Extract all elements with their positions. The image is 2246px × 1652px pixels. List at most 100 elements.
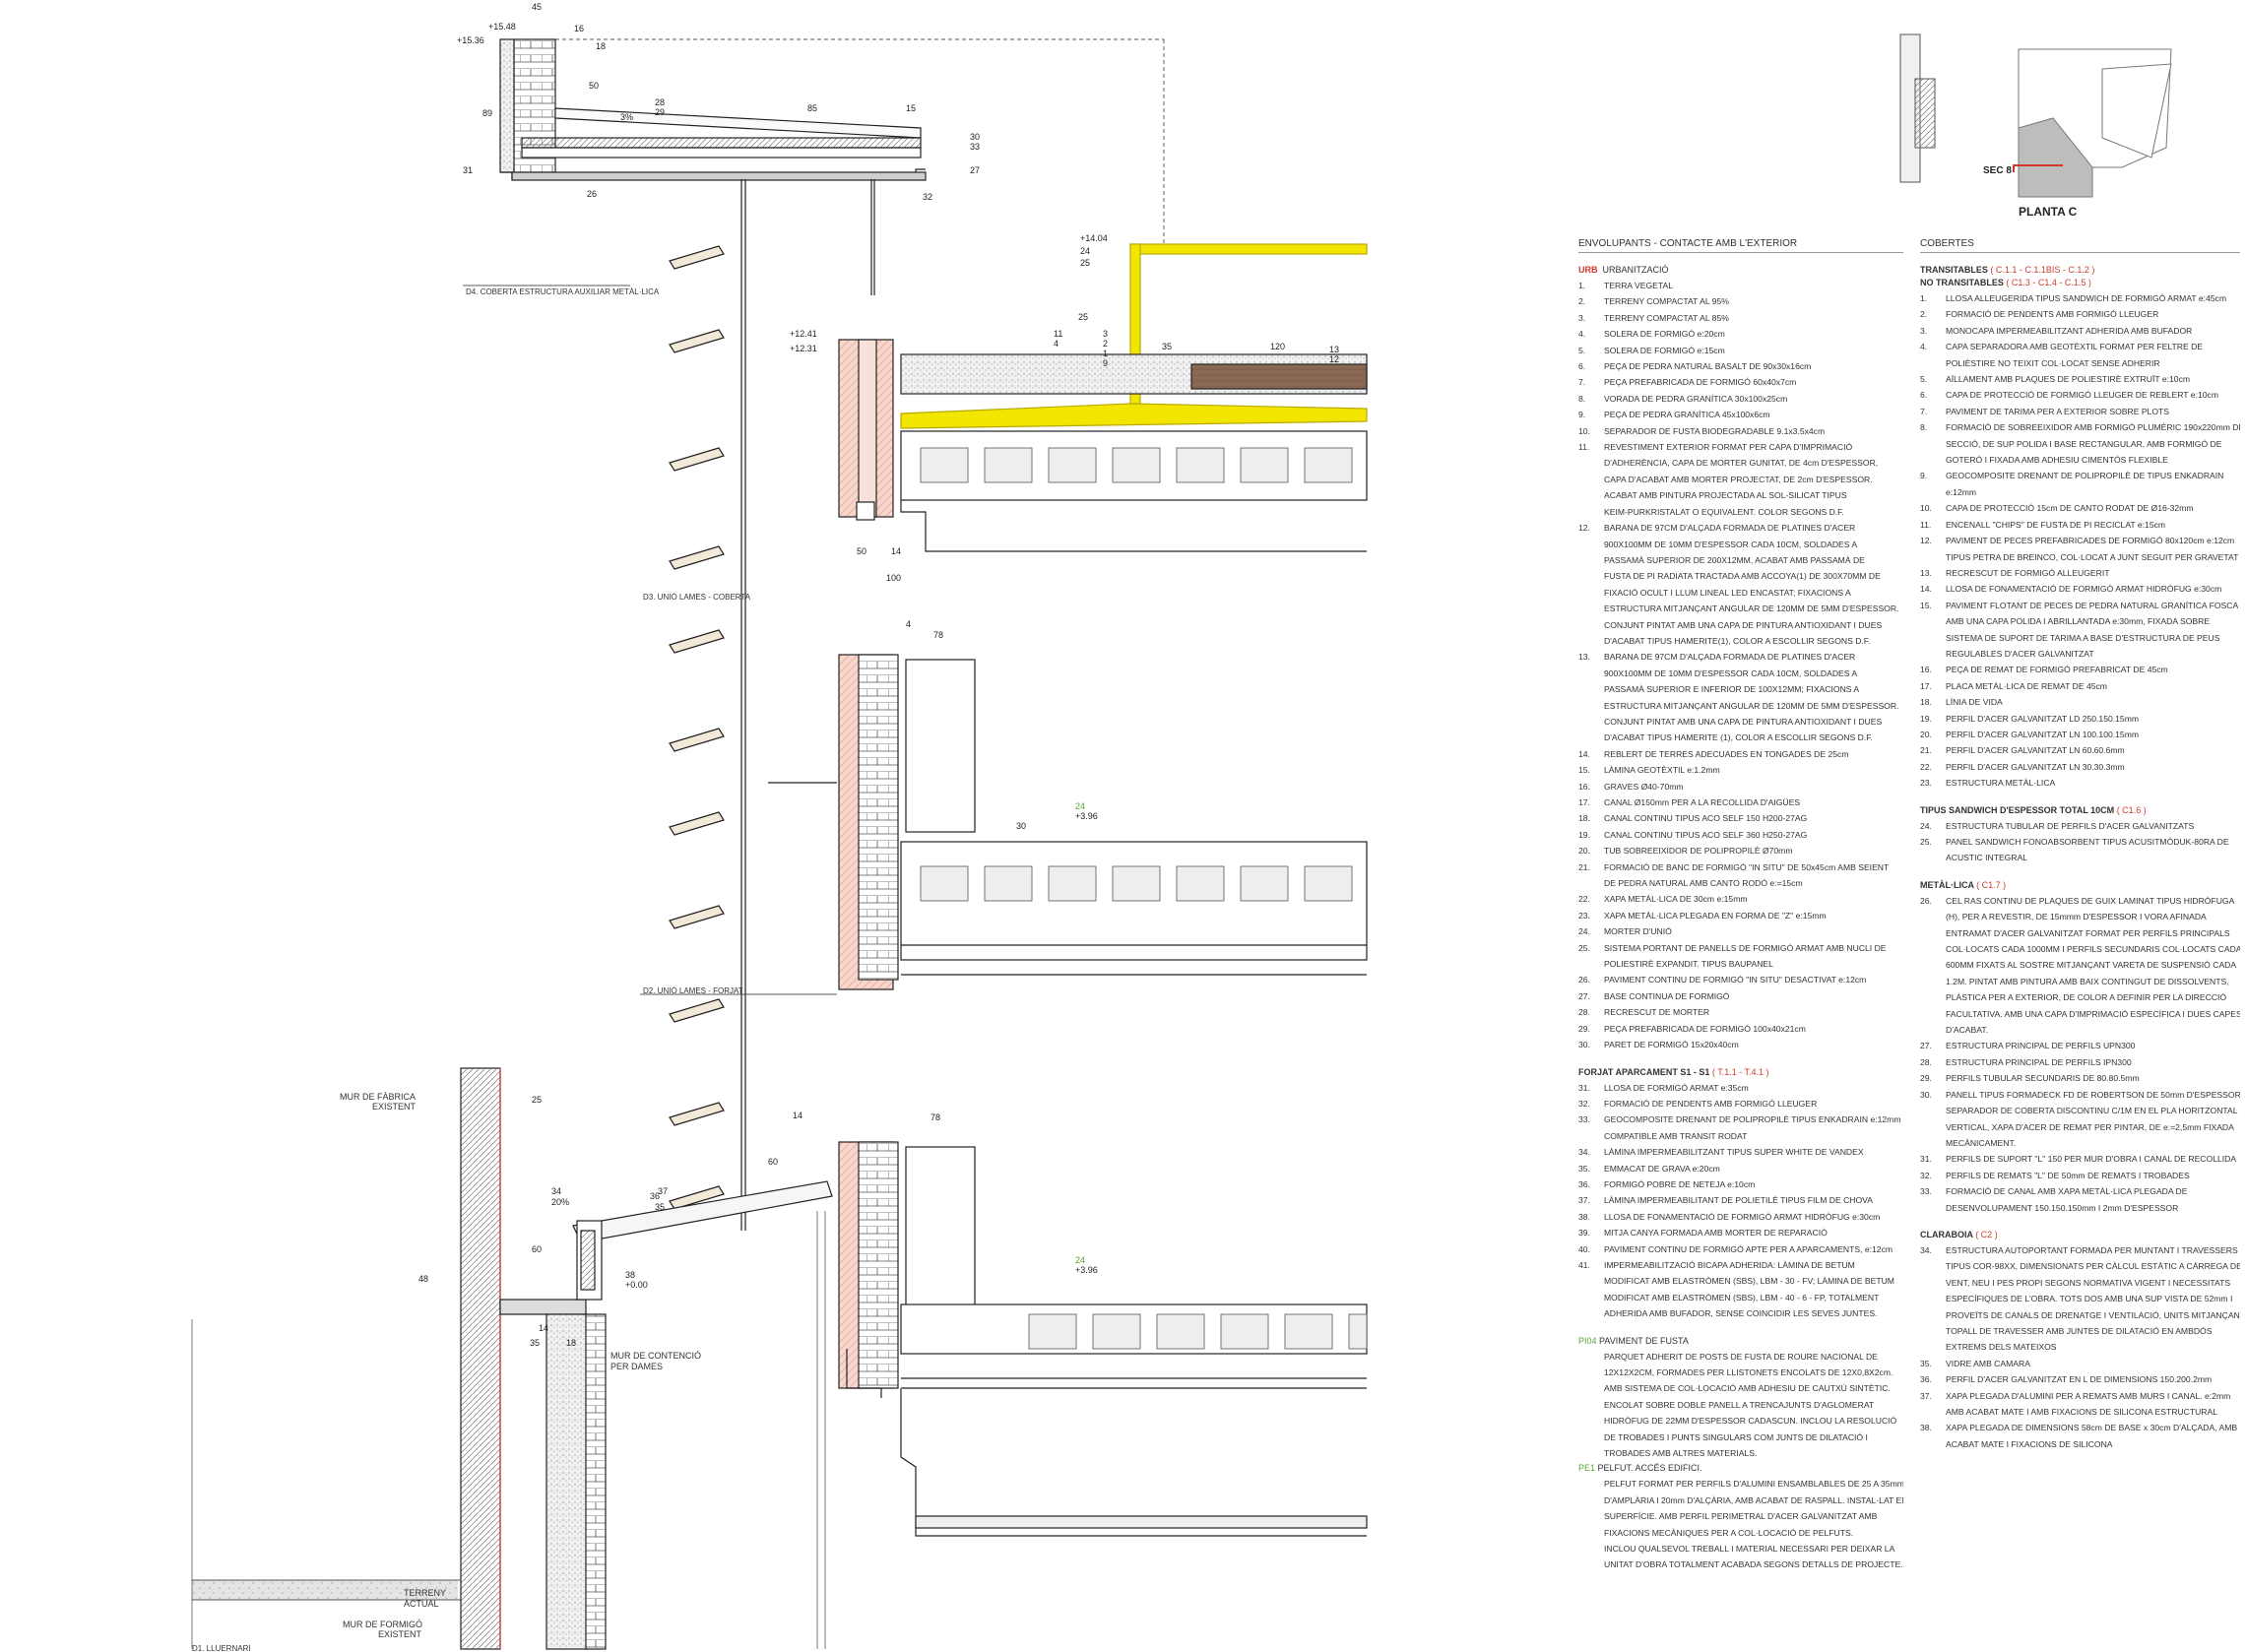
- legend-item: 41.IMPERMEABILITZACIÓ BICAPA ADHERIDA: L…: [1578, 1257, 1903, 1273]
- legend-item-number: [1920, 941, 1946, 957]
- legend-item: D'ACABAT TIPUS HAMERITE (1), COLOR A ESC…: [1578, 730, 1903, 745]
- dim: 38: [625, 1270, 635, 1280]
- metal-title: METÀL·LICA: [1920, 879, 1974, 890]
- legend-item: HIDRÒFUG DE 22MM D'ESPESSOR CADASCUN. IN…: [1578, 1413, 1903, 1429]
- legend-item: AMB ACABAT MATE I AMB FIXACIONS DE SILIC…: [1920, 1404, 2240, 1420]
- legend-item-text: REGULABLES D'ACER GALVANITZAT: [1946, 648, 2094, 659]
- legend-item-text: ENCOLAT SOBRE DOBLE PANELL A TRENCAJUNTS…: [1604, 1399, 1875, 1410]
- legend-item-text: GRAVES Ø40-70mm: [1604, 781, 1684, 792]
- legend-item-number: 5.: [1920, 374, 1928, 385]
- legend-item-number: [1578, 455, 1604, 471]
- legend-item-number: [1920, 549, 1946, 565]
- legend-item: 1.2M. PINTAT AMB PINTURA AMB BAIX CONTIN…: [1920, 974, 2240, 989]
- legend-item-number: [1920, 1436, 1946, 1452]
- legend-item-number: [1920, 1119, 1946, 1135]
- legend-item-number: 2.: [1920, 309, 1928, 320]
- legend-item-text: COMPATIBLE AMB TRANSIT RODAT: [1604, 1130, 1748, 1141]
- legend-item: POLIESTIRÈ EXPANDIT. TIPUS BAUPANEL: [1578, 956, 1903, 972]
- legend-item-text: AMB UNA CAPA POLIDA I ABRILLANTADA e:30m…: [1946, 616, 2211, 627]
- dimension-labels: 45 +15.48 +15.36 16 18 89 50 3% 28 29 85…: [418, 2, 1339, 1348]
- legend-item-text: AMB SISTEMA DE COL·LOCACIÓ AMB ADHESIU D…: [1604, 1383, 1891, 1394]
- legend-item-text: 600MM FIXATS AL SOSTRE MITJANÇANT VARETA…: [1946, 960, 2237, 971]
- legend-item-text: MODIFICAT AMB ELASTRÒMEN (SBS), LBM - 30…: [1604, 1276, 1894, 1287]
- legend-item-text: PAVIMENT DE TARIMA PER A EXTERIOR SOBRE …: [1946, 406, 2169, 416]
- legend-item-number: [1578, 504, 1604, 520]
- legend-item: 3.TERRENY COMPACTAT AL 85%: [1578, 310, 1903, 326]
- pe1-title: PELFUT. ACCÉS EDIFICI.: [1597, 1463, 1702, 1474]
- legend-item: PLÀSTICA PER A EXTERIOR, DE COLOR A DEFI…: [1920, 989, 2240, 1005]
- legend-item-number: 8.: [1920, 422, 1928, 433]
- legend-item-text: CEL RAS CONTINU DE PLAQUES DE GUIX LAMIN…: [1946, 895, 2235, 906]
- legend-item-text: RECRESCUT DE MORTER: [1604, 1007, 1710, 1018]
- legend-item: PASSAMÀ SUPERIOR DE 200X12MM, ACABAT AMB…: [1578, 552, 1903, 568]
- label-mur-fabrica: MUR DE FÀBRICA: [340, 1092, 416, 1102]
- legend-item-text: AÏLLAMENT AMB PLAQUES DE POLIESTIRÈ EXTR…: [1946, 374, 2191, 385]
- legend-item-text: PERFILS DE SUPORT "L" 150 PER MUR D'OBRA…: [1946, 1154, 2237, 1165]
- legend-item: 14.LLOSA DE FONAMENTACIÓ DE FORMIGÓ ARMA…: [1920, 581, 2240, 597]
- legend-item-text: POLIESTIRÈ EXPANDIT. TIPUS BAUPANEL: [1604, 959, 1773, 970]
- legend-item: 900X100MM DE 10MM D'ESPESSOR CADA 10CM, …: [1578, 537, 1903, 552]
- legend-item-number: 16.: [1578, 781, 1590, 792]
- legend-item-number: 12.: [1920, 536, 1932, 546]
- legend-item: 24.MORTER D'UNIÓ: [1578, 923, 1903, 939]
- legend-item-text: e:12mm: [1946, 486, 1977, 497]
- legend-item-text: SISTEMA PORTANT DE PANELLS DE FORMIGÓ AR…: [1604, 942, 1887, 953]
- legend-item-text: CANAL CONTINU TIPUS ACO SELF 150 H200-27…: [1604, 813, 1808, 824]
- legend-item-number: 14.: [1920, 584, 1932, 595]
- legend-item-text: FORMACIÓ DE PENDENTS AMB FORMIGÓ LLEUGER: [1946, 309, 2159, 320]
- legend-item-text: PLACA METÀL·LICA DE REMAT DE 45cm: [1946, 680, 2107, 691]
- legend-item-text: XAPA METÀL·LICA DE 30cm e:15mm: [1604, 894, 1748, 905]
- legend-item: TOPALL DE TRAVESSER AMB JUNTES DE DILATA…: [1920, 1323, 2240, 1339]
- legend-item-number: 13.: [1920, 567, 1932, 578]
- legend-item: (H), PER A REVESTIR, DE 15mmm D'ESPESSOR…: [1920, 909, 2240, 924]
- dim: 25: [1078, 312, 1088, 322]
- legend-item-number: 6.: [1578, 361, 1586, 372]
- legend-item-text: CANAL CONTINU TIPUS ACO SELF 360 H250-27…: [1604, 829, 1808, 840]
- legend-item-number: [1920, 850, 1946, 865]
- legend-item-number: [1920, 484, 1946, 500]
- legend-item-text: LLOSA DE FONAMENTACIÓ DE FORMIGÓ ARMAT H…: [1604, 1211, 1881, 1222]
- legend-item-text: COL·LOCATS CADA 1000MM I PERFILS SECUNDA…: [1946, 944, 2240, 955]
- legend-item: FIXACIONS MECÀNIQUES PER A COL·LOCACIÓ D…: [1578, 1525, 1903, 1541]
- legend-item: SEPARADOR DE COBERTA DISCONTINU C/1M EN …: [1920, 1103, 2240, 1118]
- legend-item-number: 20.: [1578, 846, 1590, 857]
- key-plan: [1899, 33, 2172, 198]
- dim: 16: [574, 24, 584, 33]
- legend-item-text: FORMIGÓ POBRE DE NETEJA e:10cm: [1604, 1178, 1756, 1189]
- legend-item-number: 19.: [1578, 829, 1590, 840]
- dim: 18: [596, 41, 606, 51]
- legend-item-number: [1578, 1445, 1604, 1461]
- detail-d3: [838, 243, 1368, 552]
- legend-item-number: [1920, 355, 1946, 371]
- legend-item: 14.REBLERT DE TERRES ADECUADES EN TONGAD…: [1578, 746, 1903, 762]
- pe1-code: Pe1: [1578, 1463, 1596, 1474]
- legend-item-text: FORMACIÓ DE CANAL AMB XAPA METÀL·LICA PL…: [1946, 1186, 2188, 1197]
- legend-item: ENTRAMAT D'ACER GALVANITZAT FORMAT PER P…: [1920, 925, 2240, 941]
- legend-item: 18.CANAL CONTINU TIPUS ACO SELF 150 H200…: [1578, 810, 1903, 826]
- legend-item-number: [1920, 1275, 1946, 1291]
- dim: +14.04: [1080, 233, 1108, 243]
- legend-item-number: [1920, 1135, 1946, 1151]
- legend-item-number: [1920, 989, 1946, 1005]
- legend-item: 15.LÀMINA GEOTÈXTIL e:1.2mm: [1578, 762, 1903, 778]
- legend-item-number: 14.: [1578, 748, 1590, 759]
- sandwich-title: TIPUS SANDWICH D'ESPESSOR TOTAL 10cm: [1920, 804, 2115, 815]
- legend-item: MODIFICAT AMB ELASTRÒMEN (SBS), LBM - 30…: [1578, 1273, 1903, 1289]
- legend-item-number: 17.: [1920, 680, 1932, 691]
- legend-item-number: 8.: [1578, 393, 1586, 404]
- legend-item-number: 11.: [1578, 442, 1590, 453]
- dim: 14: [891, 546, 901, 556]
- legend-item-text: FORMACIÓ DE BANC DE FORMIGÓ "IN SITU" DE…: [1604, 861, 1890, 872]
- legend-item: 27.BASE CONTINUA DE FORMIGÓ: [1578, 988, 1903, 1004]
- legend-item-number: 30.: [1920, 1089, 1932, 1100]
- urb-code: URB: [1578, 265, 1598, 275]
- label-d4: D4. COBERTA ESTRUCTURA AUXILIAR METÀL·LI…: [466, 287, 660, 296]
- dim: +3.96: [1075, 811, 1098, 821]
- legend-item: D'ADHERÈNCIA, CAPA DE MORTER GUNITAT, DE…: [1578, 455, 1903, 471]
- legend-item-number: [1578, 666, 1604, 681]
- legend-item-text: VENT, NEU I PES PROPI SEGONS NORMATIVA V…: [1946, 1277, 2231, 1288]
- dim: 28: [655, 97, 665, 107]
- legend-item-text: REVESTIMENT EXTERIOR FORMAT PER CAPA D'I…: [1604, 442, 1853, 453]
- legend-item-text: D'ACABAT TIPUS HAMERITE (1), COLOR A ESC…: [1604, 732, 1873, 743]
- legend-item-number: [1920, 1323, 1946, 1339]
